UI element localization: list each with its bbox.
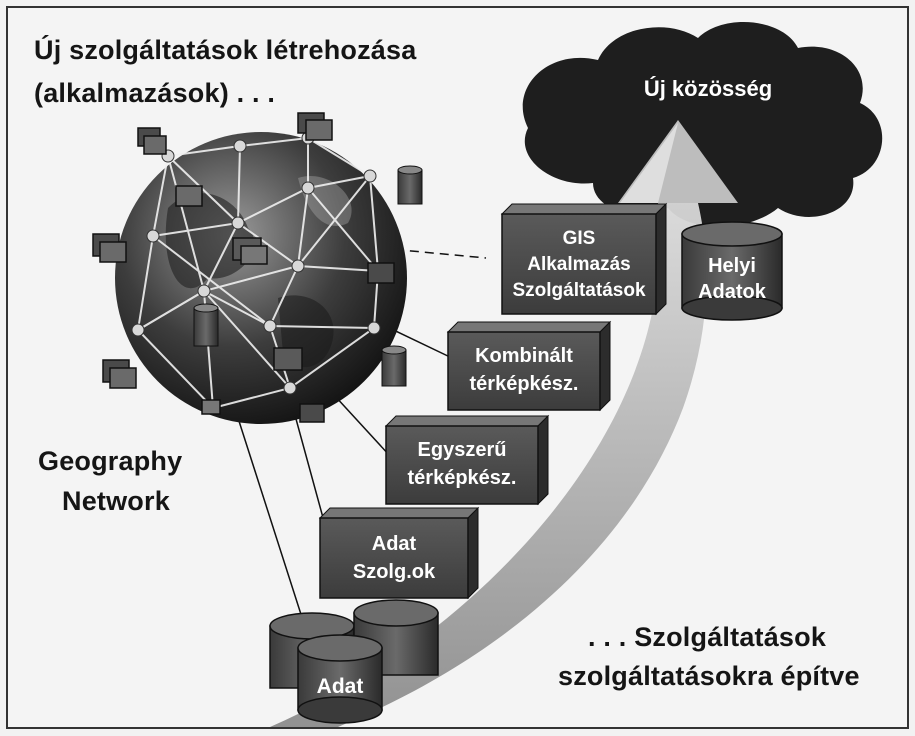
svg-text:Egyszerű: Egyszerű	[418, 439, 507, 461]
step-helyi-line-2: Adatok	[698, 281, 767, 303]
step-adat-szolg-line-1: Adat	[372, 533, 417, 555]
step-egyszeru-line-1: Egyszerű	[418, 439, 507, 461]
step-gis-line-1: GIS	[563, 228, 596, 249]
svg-text:térképkész.: térképkész.	[408, 467, 517, 489]
bottom-caption-line-1: . . . Szolgáltatások	[588, 622, 827, 652]
data-cylinders	[269, 599, 439, 724]
step-gis-line-3: Szolgáltatások	[512, 280, 645, 301]
svg-text:Szolg.ok: Szolg.ok	[353, 561, 436, 583]
svg-text:Adatok: Adatok	[698, 281, 767, 303]
step-kombinalt-line-1: Kombinált	[475, 345, 573, 367]
svg-text:Adat: Adat	[372, 533, 417, 555]
step-adat-szolg-box: Adat Szolg.ok	[318, 506, 480, 600]
bottom-caption-line-2: szolgáltatásokra építve	[558, 661, 860, 691]
svg-text:Szolgáltatások: Szolgáltatások	[512, 280, 645, 301]
step-kombinalt-line-2: térképkész.	[470, 373, 579, 395]
step-adat-line-1: Adat	[317, 675, 364, 698]
community-cloud	[522, 21, 883, 227]
network-label-line-1: Geography	[38, 446, 183, 476]
step-egyszeru-box: Egyszerű térképkész.	[384, 414, 550, 506]
svg-text:GIS: GIS	[563, 228, 596, 249]
computer-icons	[92, 112, 395, 423]
network-label-line-2: Network	[62, 486, 170, 516]
cloud-label: Új közösség	[644, 76, 772, 101]
step-helyi-cylinder: Helyi Adatok	[681, 221, 783, 321]
database-icons	[193, 165, 423, 387]
step-helyi-line-1: Helyi	[708, 255, 756, 277]
step-kombinalt-box: Kombinált térképkész.	[446, 320, 612, 412]
step-adat: Adat	[317, 675, 364, 698]
step-egyszeru-line-2: térképkész.	[408, 467, 517, 489]
step-adat-szolg-line-2: Szolg.ok	[353, 561, 436, 583]
heading-line-2: (alkalmazások) . . .	[34, 78, 276, 108]
svg-text:Kombinált: Kombinált	[475, 345, 573, 367]
step-gis-line-2: Alkalmazás	[527, 254, 631, 275]
svg-text:térképkész.: térképkész.	[470, 373, 579, 395]
globe-icon	[115, 132, 407, 424]
slide-frame: Új közösség	[6, 6, 909, 729]
svg-text:Helyi: Helyi	[708, 255, 756, 277]
diagram-canvas: Új közösség	[92, 21, 883, 727]
svg-text:Alkalmazás: Alkalmazás	[527, 254, 631, 275]
step-gis-box: GIS Alkalmazás Szolgáltatások	[500, 202, 668, 316]
heading-line-1: Új szolgáltatások létrehozása	[34, 35, 417, 65]
